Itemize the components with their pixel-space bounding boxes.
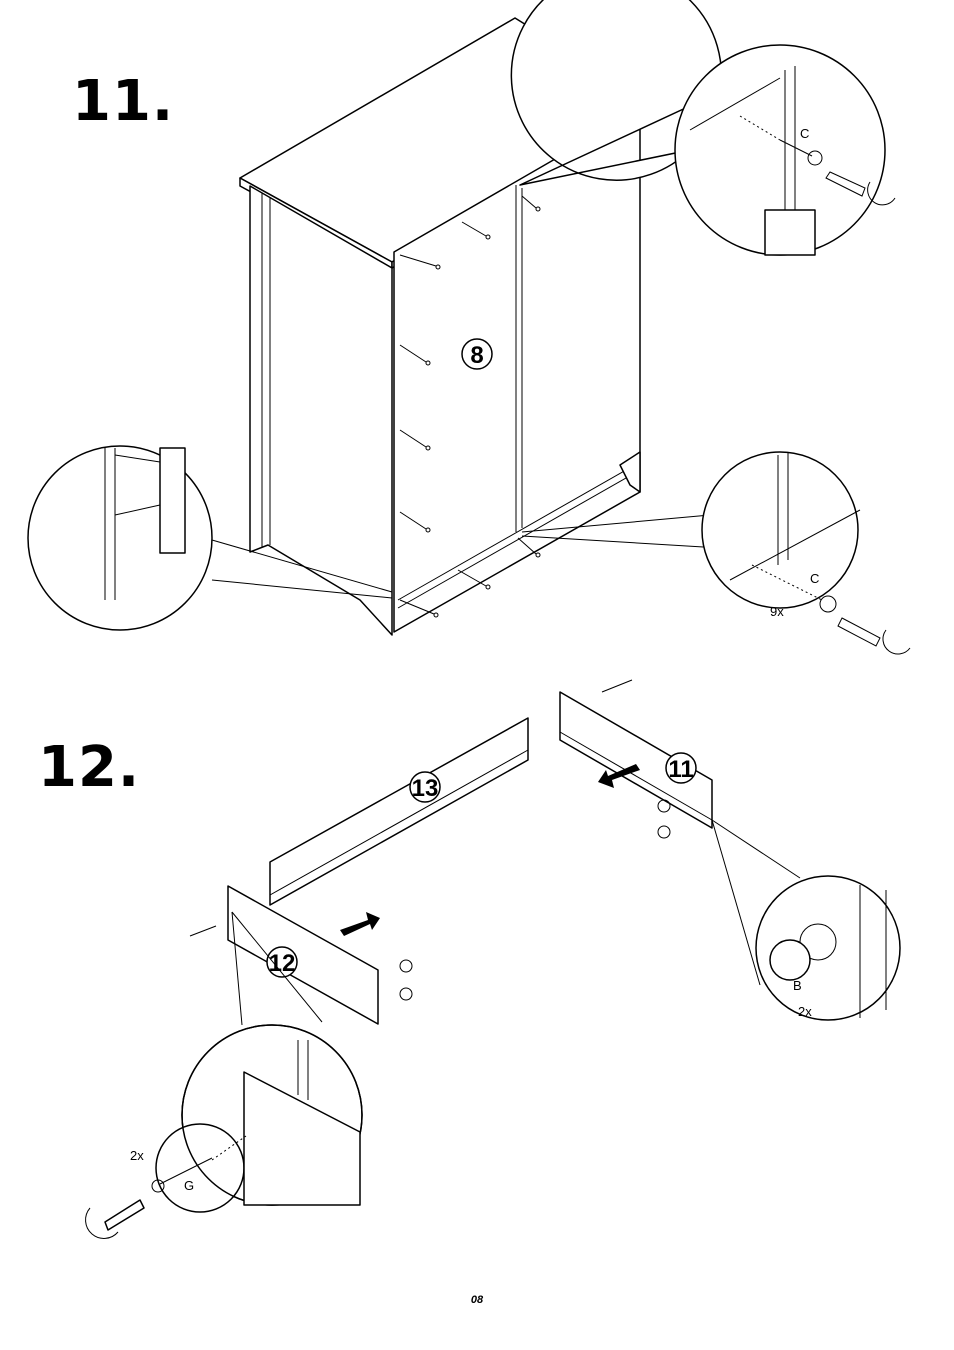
quantity-label-2x-left: 2x xyxy=(130,1148,144,1163)
detail-bubble-cam-fitting: B 2x xyxy=(712,820,900,1020)
quantity-label-2x-right: 2x xyxy=(798,1004,812,1019)
screw-label-c-bottom: C xyxy=(810,571,819,586)
part-label-13: 13 xyxy=(412,775,439,802)
plinth-illustration: 13 11 12 xyxy=(190,680,712,1024)
fitting-label-b: B xyxy=(793,978,802,993)
quantity-label-9x: 9x xyxy=(770,604,784,619)
page-number: 08 xyxy=(0,1294,954,1306)
screw-label-g: G xyxy=(184,1178,194,1193)
screw-label-c-top: C xyxy=(800,126,809,141)
part-label-8: 8 xyxy=(470,342,483,369)
part-label-11: 11 xyxy=(668,756,693,783)
